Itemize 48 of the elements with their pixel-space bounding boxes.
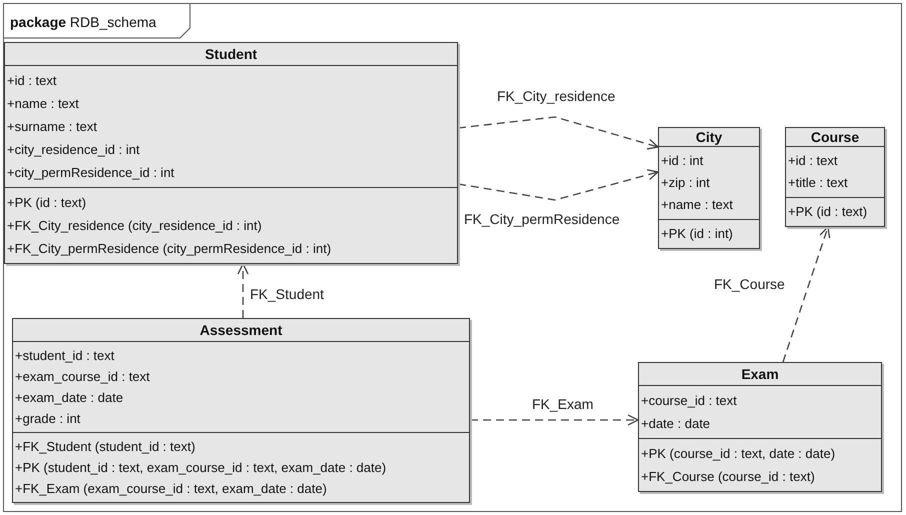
edge-label: FK_City_permResidence bbox=[462, 211, 622, 227]
class-name: Assessment bbox=[13, 319, 469, 342]
class-member: +name : text bbox=[6, 95, 80, 113]
class-member: +PK (course_id : text, date : date) bbox=[640, 445, 836, 463]
class-member: +PK (id : text) bbox=[787, 203, 868, 221]
edge-label: FK_City_residence bbox=[495, 88, 618, 104]
class-name: Exam bbox=[639, 363, 881, 386]
class-name: Course bbox=[786, 128, 884, 147]
class-box bbox=[785, 127, 885, 227]
class-member: +title : text bbox=[787, 174, 849, 192]
class-box bbox=[4, 42, 458, 264]
class-member: +exam_date : date bbox=[14, 389, 124, 407]
class-member: +id : int bbox=[660, 152, 704, 170]
class-member: +zip : int bbox=[660, 174, 711, 192]
class-member: +PK (student_id : text, exam_course_id : text, exam_date : date) bbox=[14, 459, 388, 477]
edge-label: FK_Student bbox=[248, 286, 326, 302]
class-member: +id : text bbox=[6, 72, 58, 90]
class-member: +id : text bbox=[787, 152, 838, 170]
class-member: +surname : text bbox=[6, 118, 98, 136]
package-frame bbox=[3, 3, 902, 512]
dependency-arrow bbox=[470, 414, 639, 426]
class-member: +grade : int bbox=[14, 410, 82, 428]
class-name: Student bbox=[5, 43, 457, 66]
class-member: +exam_course_id : text bbox=[14, 368, 151, 386]
class-member: +FK_City_residence (city_residence_id : int) bbox=[6, 217, 263, 235]
class-member: +name : text bbox=[660, 196, 734, 214]
class-member: +FK_Student (student_id : text) bbox=[14, 438, 196, 456]
edge-label: FK_Course bbox=[712, 276, 787, 292]
class-member: +date : date bbox=[640, 415, 712, 433]
class-member: +city_permResidence_id : int bbox=[6, 164, 176, 182]
package-label: package RDB_schema bbox=[10, 14, 156, 30]
class-member: +student_id : text bbox=[14, 347, 116, 365]
class-box bbox=[638, 362, 882, 492]
dependency-arrow bbox=[782, 226, 830, 362]
class-member: +FK_City_permResidence (city_permResidence_id : int) bbox=[6, 240, 332, 258]
class-member: +FK_Course (course_id : text) bbox=[640, 468, 816, 486]
class-member: +PK (id : int) bbox=[660, 225, 734, 243]
class-member: +course_id : text bbox=[640, 392, 738, 410]
class-box bbox=[658, 127, 760, 249]
edge-label: FK_Exam bbox=[530, 396, 596, 412]
class-box bbox=[12, 318, 470, 503]
class-member: +FK_Exam (exam_course_id : text, exam_date : date) bbox=[14, 480, 328, 498]
class-member: +PK (id : text) bbox=[6, 194, 88, 212]
dependency-arrow bbox=[237, 263, 249, 318]
dependency-arrow bbox=[458, 116, 659, 150]
class-name: City bbox=[659, 128, 759, 147]
class-member: +city_residence_id : int bbox=[6, 141, 141, 159]
dependency-arrow bbox=[458, 169, 659, 201]
